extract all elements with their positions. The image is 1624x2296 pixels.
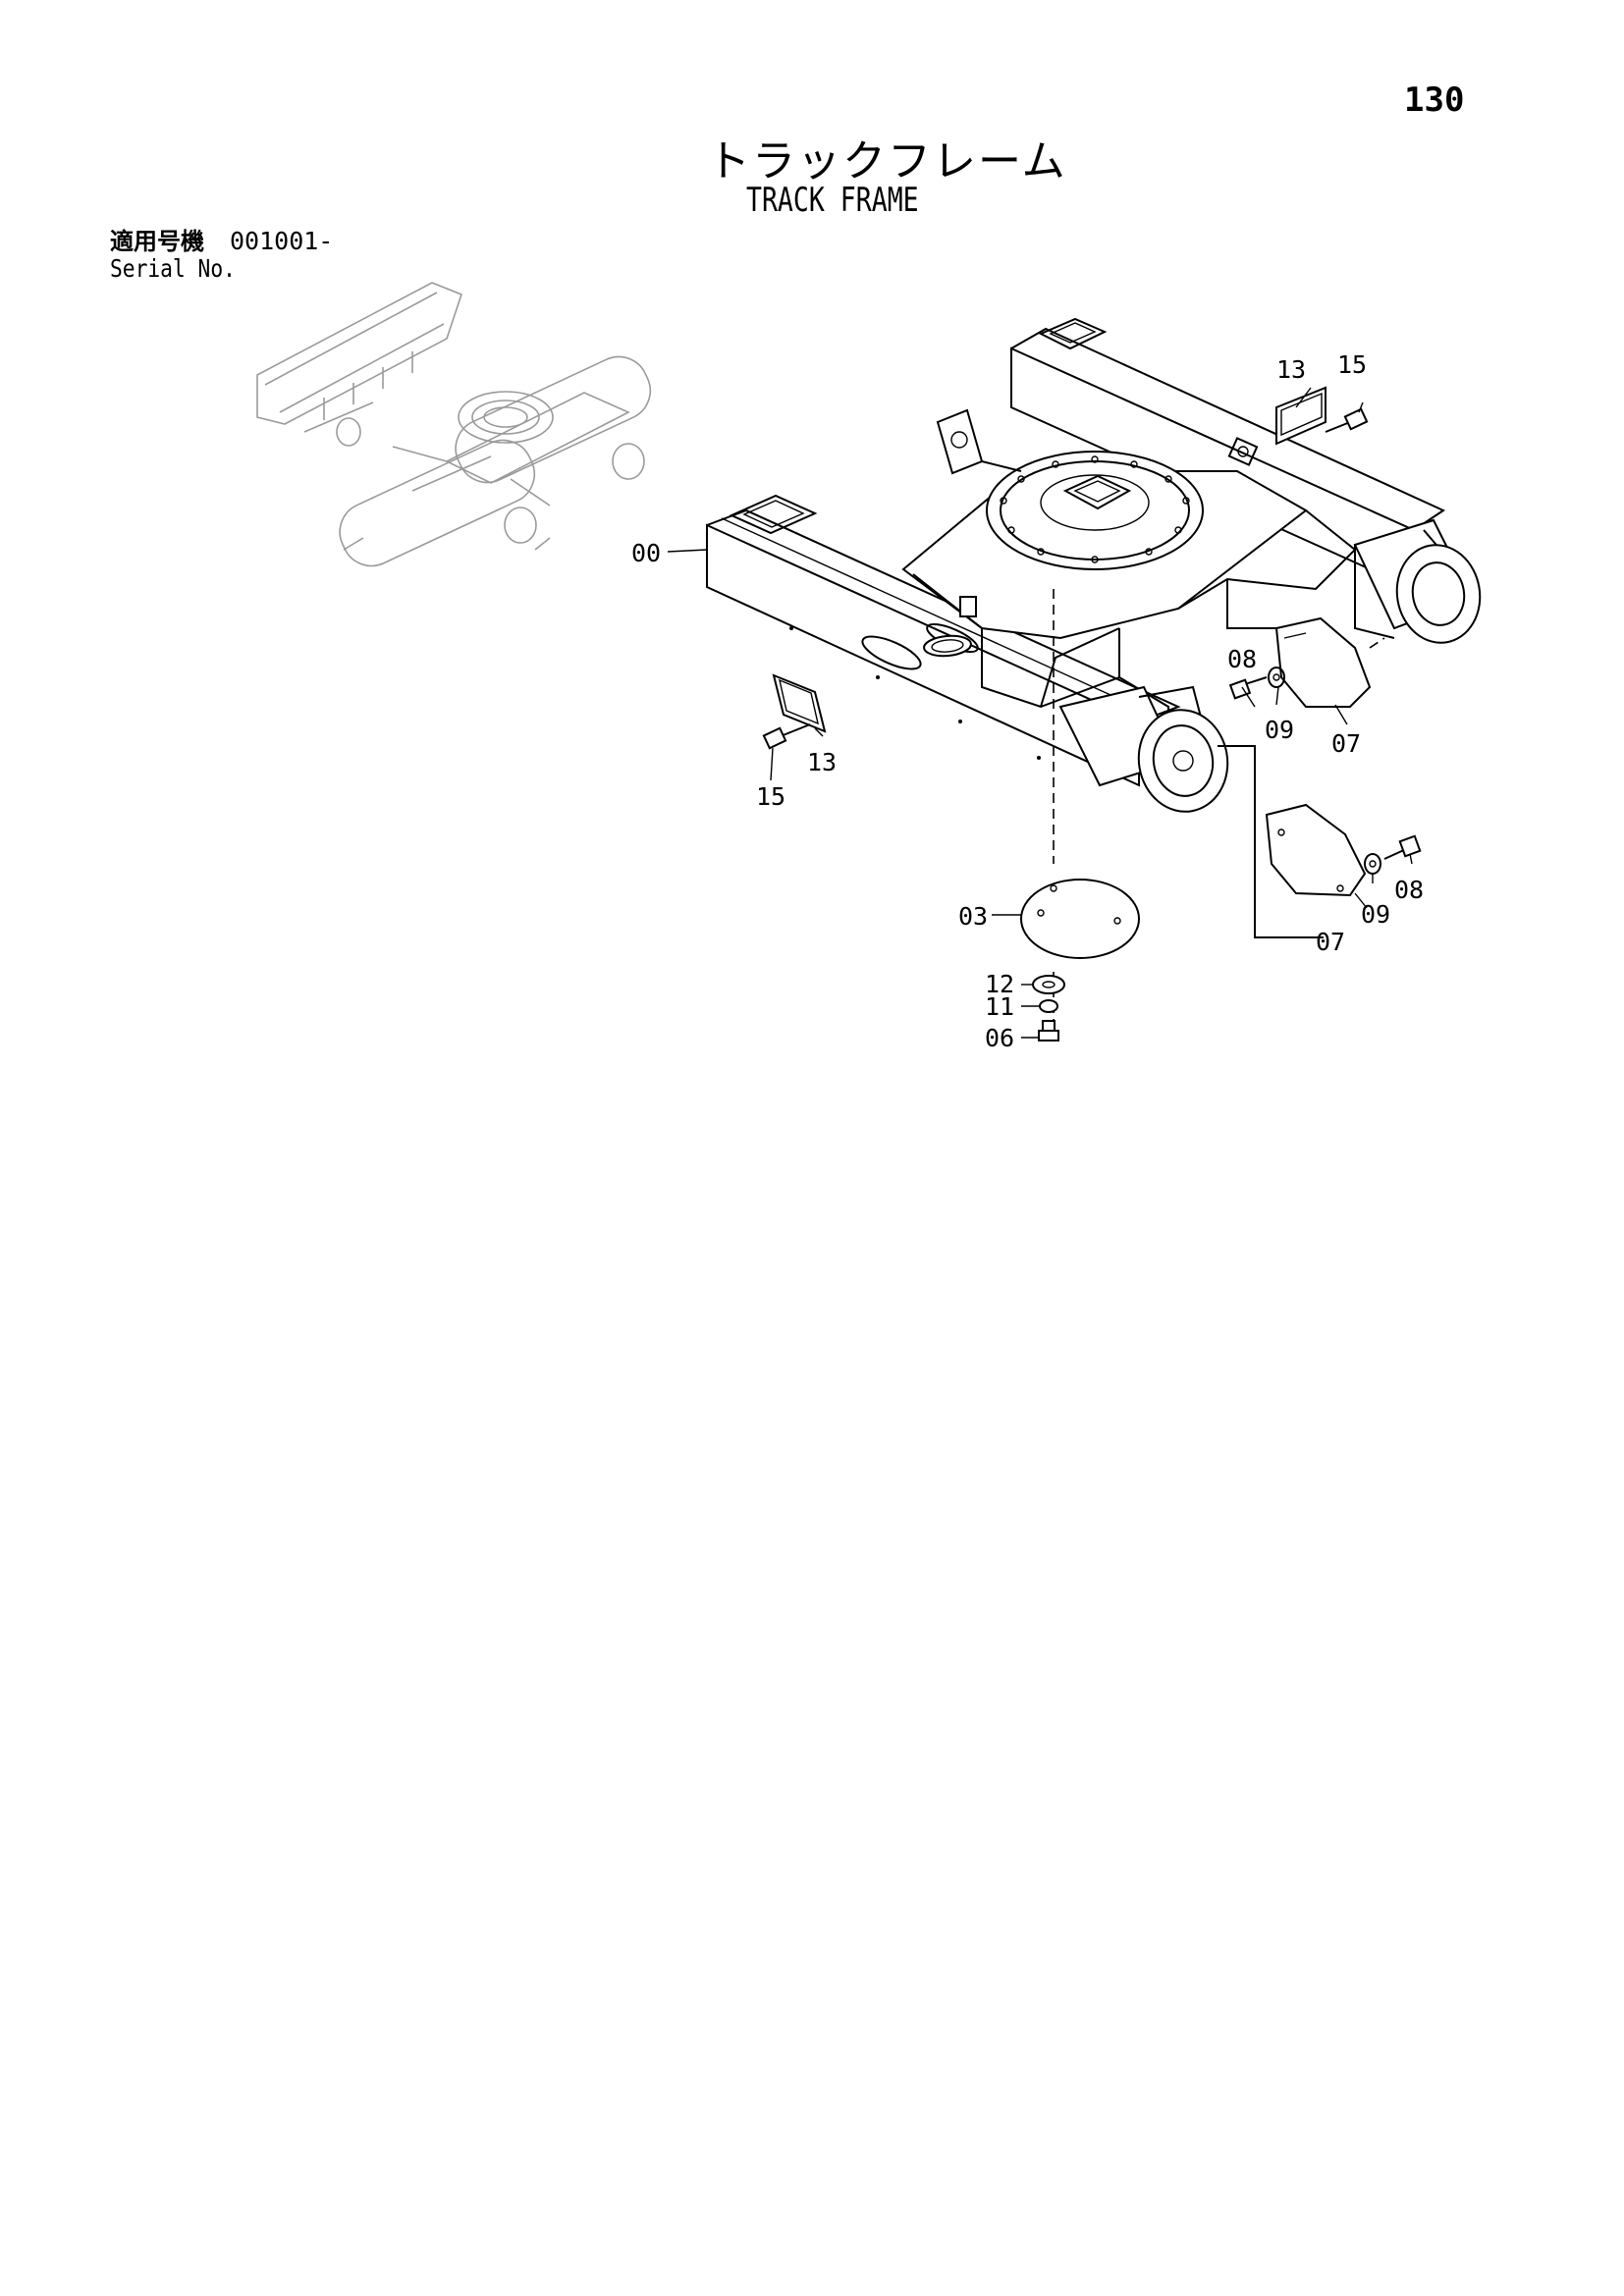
title-japanese: トラックフレーム: [707, 136, 1067, 187]
callout-13-lower: 13: [807, 748, 837, 776]
callout-labels: 00 03 12 11 06 13 15 08 09 07 13 15 07 0…: [631, 350, 1424, 1052]
callout-11: 11: [985, 992, 1014, 1021]
callout-09-lower: 09: [1361, 900, 1390, 929]
callout-leaders: [667, 387, 1413, 1039]
cover-07-lower: [1218, 745, 1422, 938]
callout-15-upper: 15: [1337, 350, 1367, 379]
cover-07-upper: [1228, 616, 1385, 708]
callout-08-lower: 08: [1394, 876, 1424, 904]
serial-info: 適用号機 001001- Serial No.: [110, 228, 333, 283]
callout-06: 06: [985, 1024, 1014, 1052]
title-english: TRACK FRAME: [746, 181, 919, 220]
track-frame-main: [706, 317, 1482, 813]
bottom-cover-03: [1020, 879, 1140, 1041]
serial-label-english: Serial No.: [110, 254, 236, 283]
callout-13-upper: 13: [1276, 355, 1306, 384]
serial-label-japanese: 適用号機: [110, 228, 204, 255]
callout-03: 03: [958, 902, 988, 931]
callout-09-upper: 09: [1265, 716, 1294, 744]
plate-13-upper: [1275, 386, 1369, 446]
plate-13-lower: [762, 673, 827, 750]
serial-value: 001001-: [230, 227, 334, 255]
callout-07-upper: 07: [1331, 729, 1361, 758]
callout-15-lower: 15: [756, 782, 785, 811]
callout-12: 12: [985, 970, 1014, 998]
callout-00: 00: [631, 539, 661, 567]
callout-08-upper: 08: [1227, 645, 1257, 673]
callout-07-lower: 07: [1316, 928, 1345, 956]
swing-circle-bolts: [1000, 455, 1190, 563]
page-number: 130: [1404, 80, 1465, 120]
overview-machine-sketch: [256, 282, 652, 567]
